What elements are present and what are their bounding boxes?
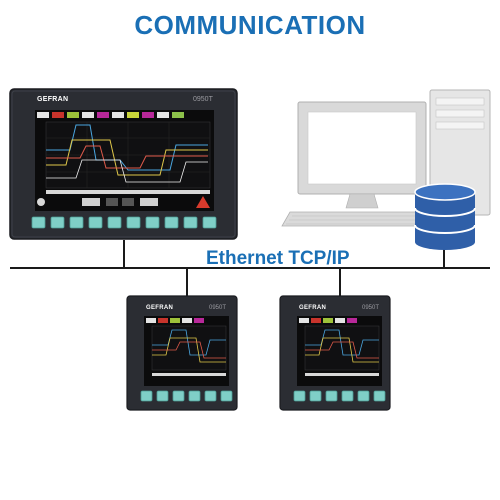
desktop-computer [281, 89, 491, 227]
database-icon [414, 183, 476, 250]
large-hmi-panel [9, 88, 238, 240]
large-hmi-brand: GEFRAN [37, 96, 69, 103]
small-hmi-2-model: 0950T [362, 305, 380, 311]
small-hmi-panel-1 [126, 295, 238, 411]
small-hmi-panel-2 [279, 295, 391, 411]
small-hmi-1-brand: GEFRAN [146, 305, 174, 311]
large-hmi-model: 0950T [193, 96, 213, 103]
small-hmi-1-model: 0950T [209, 305, 227, 311]
ethernet-label: Ethernet TCP/IP [206, 248, 350, 269]
small-hmi-2-brand: GEFRAN [299, 305, 327, 311]
page-title: COMMUNICATION [134, 10, 366, 40]
